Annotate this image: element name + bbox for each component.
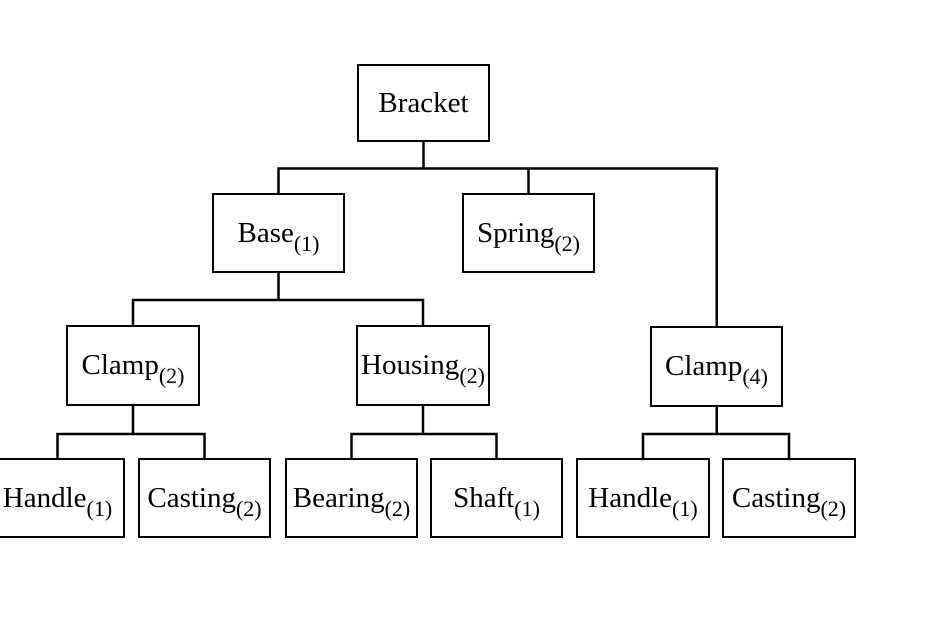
node-casting-left: Casting(2) [138,458,271,538]
node-bracket-label: Bracket [378,86,469,119]
node-housing: Housing(2) [356,325,490,406]
node-clamp-right-qty: (4) [742,364,768,389]
node-clamp-left-label: Clamp(2) [81,349,185,388]
node-housing-qty: (2) [459,363,485,388]
node-spring-label: Spring(2) [477,216,580,256]
node-bearing-label: Bearing(2) [292,481,411,521]
node-casting-left-label: Casting(2) [147,481,262,521]
node-bearing-qty: (2) [384,495,411,521]
node-base-label: Base(1) [237,216,320,256]
node-clamp-right: Clamp(4) [650,326,783,407]
node-base: Base(1) [212,193,345,273]
node-shaft-qty: (1) [514,495,540,521]
node-clamp-right-label: Clamp(4) [665,350,768,389]
node-spring: Spring(2) [462,193,595,273]
node-spring-qty: (2) [554,230,580,256]
node-base-qty: (1) [293,230,320,256]
node-handle-right: Handle(1) [576,458,710,538]
node-casting-right-qty: (2) [820,495,847,521]
node-handle-left-label: Handle(1) [2,481,113,521]
node-housing-label: Housing(2) [361,349,485,388]
node-clamp-left: Clamp(2) [66,325,200,406]
node-shaft-label: Shaft(1) [453,481,540,521]
node-clamp-left-qty: (2) [158,363,185,388]
connector-bracket-children [277,142,719,327]
connector-base-children [131,272,425,326]
node-bracket: Bracket [357,64,490,142]
node-handle-left: Handle(1) [0,458,125,538]
connector-clamp-right-children [641,406,791,459]
node-bearing: Bearing(2) [285,458,418,538]
node-handle-right-qty: (1) [672,495,698,521]
node-shaft: Shaft(1) [430,458,563,538]
node-casting-left-qty: (2) [235,495,262,521]
connector-clamp-left-children [56,405,206,459]
node-handle-right-label: Handle(1) [588,481,698,521]
node-casting-right: Casting(2) [722,458,856,538]
node-handle-left-qty: (1) [86,495,113,521]
node-casting-right-label: Casting(2) [731,481,847,521]
connector-housing-children [350,405,498,459]
